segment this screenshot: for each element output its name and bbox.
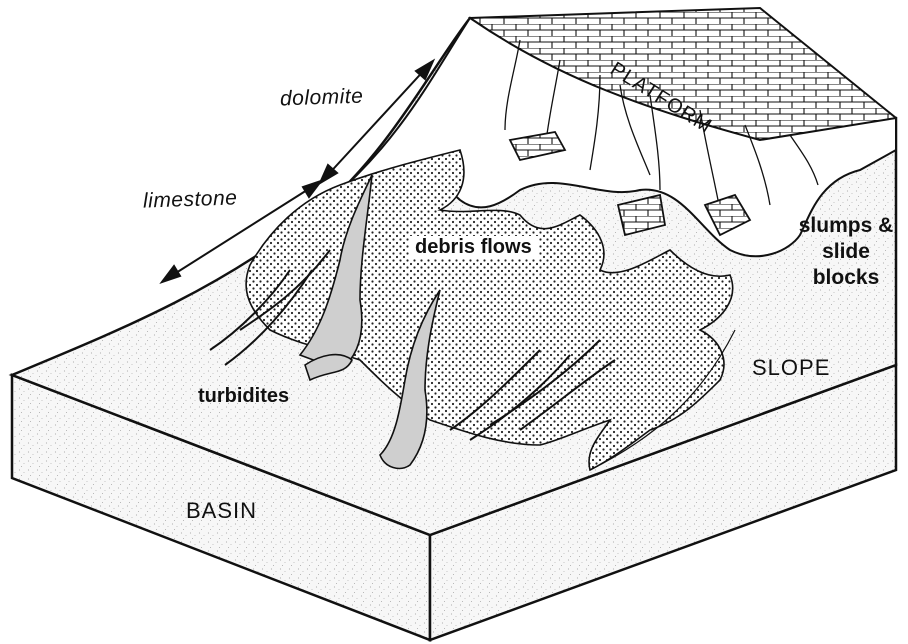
slumps-line-3: blocks [797,265,895,291]
basin-label: BASIN [186,498,257,524]
slope-label: SLOPE [752,355,830,381]
slumps-slide-blocks-label: slumps & slide blocks [797,213,895,291]
dolomite-label: dolomite [280,85,364,112]
debris-flows-label: debris flows [409,236,538,259]
slumps-line-2: slide [797,239,895,265]
turbidites-label: turbidites [198,385,289,408]
limestone-label: limestone [143,186,238,213]
slumps-line-1: slumps & [797,213,895,239]
